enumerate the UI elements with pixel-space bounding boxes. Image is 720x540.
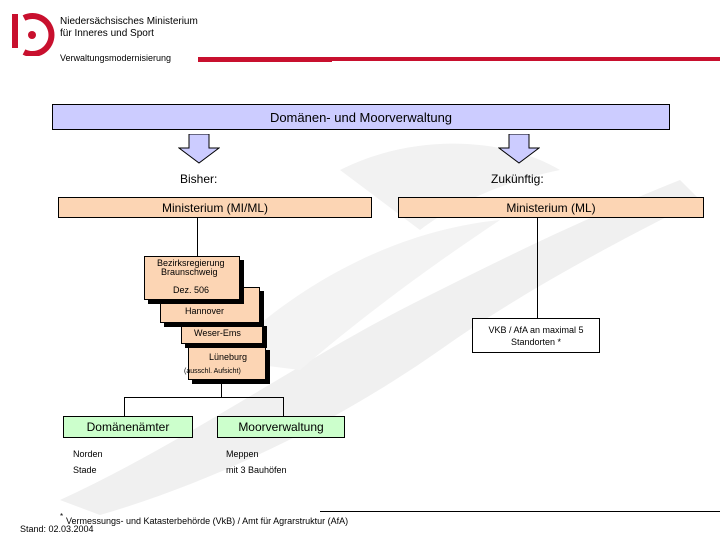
- watermark-bird-icon: [60, 143, 700, 515]
- ministry-name-line1: Niedersächsisches Ministerium: [60, 16, 198, 27]
- footer-rule: [320, 511, 720, 512]
- connector-domaenen: [124, 397, 125, 416]
- footer-date: Stand: 02.03.2004: [20, 524, 94, 534]
- location-meppen: Meppen: [226, 449, 259, 459]
- vkb-afa-box: VKB / AfA an maximal 5 Standorten *: [472, 318, 600, 353]
- ministry-left-box: Ministerium (MI/ML): [58, 197, 372, 218]
- braunschweig-label: Braunschweig: [161, 267, 218, 277]
- connector-stack-bottom: [221, 384, 222, 398]
- vkb-afa-line2: Standorten *: [510, 336, 562, 347]
- bisher-label: Bisher:: [180, 172, 218, 186]
- aufsicht-label: (ausschl. Aufsicht): [184, 368, 241, 375]
- header-subtitle: Verwaltungsmodernisierung: [60, 53, 172, 63]
- diagram-title: Domänen- und Moorverwaltung: [52, 104, 670, 130]
- location-bauhoefe: mit 3 Bauhöfen: [226, 465, 287, 475]
- zukuenftig-label: Zukünftig:: [491, 172, 544, 186]
- footnote-text: Vermessungs- und Katasterbehörde (VkB) /…: [66, 516, 349, 526]
- hannover-label: Hannover: [185, 306, 225, 316]
- header-accent-bar: [198, 57, 720, 61]
- location-norden: Norden: [73, 449, 103, 459]
- weser-ems-label: Weser-Ems: [194, 328, 241, 338]
- weser-ems-box: Weser-Ems: [181, 322, 263, 344]
- dez-label: Dez. 506: [173, 285, 210, 295]
- vkb-afa-line1: VKB / AfA an maximal 5: [488, 324, 584, 335]
- ministry-name-line2: für Inneres und Sport: [60, 28, 154, 39]
- moorverwaltung-box: Moorverwaltung: [217, 416, 345, 438]
- footnote-mark: *: [60, 512, 64, 521]
- bezirksregierung-label: Bezirksregierung: [157, 258, 225, 268]
- connector-moor: [283, 397, 284, 416]
- ministry-logo-icon: [12, 13, 55, 56]
- header-accent-bar-thin: [198, 60, 332, 62]
- location-stade: Stade: [73, 465, 97, 475]
- ministry-right-box: Ministerium (ML): [398, 197, 704, 218]
- domaenenaemter-box: Domänenämter: [63, 416, 193, 438]
- arrow-down-icon-right: [498, 134, 540, 164]
- braunschweig-box: Bezirksregierung Braunschweig Dez. 506: [144, 256, 240, 300]
- connector-right: [537, 218, 538, 318]
- lueneburg-box: Lüneburg (ausschl. Aufsicht): [184, 346, 266, 380]
- arrow-down-icon-left: [178, 134, 220, 164]
- lueneburg-label: Lüneburg: [209, 352, 248, 362]
- connector-left-top: [197, 218, 198, 256]
- connector-horizontal: [124, 397, 284, 398]
